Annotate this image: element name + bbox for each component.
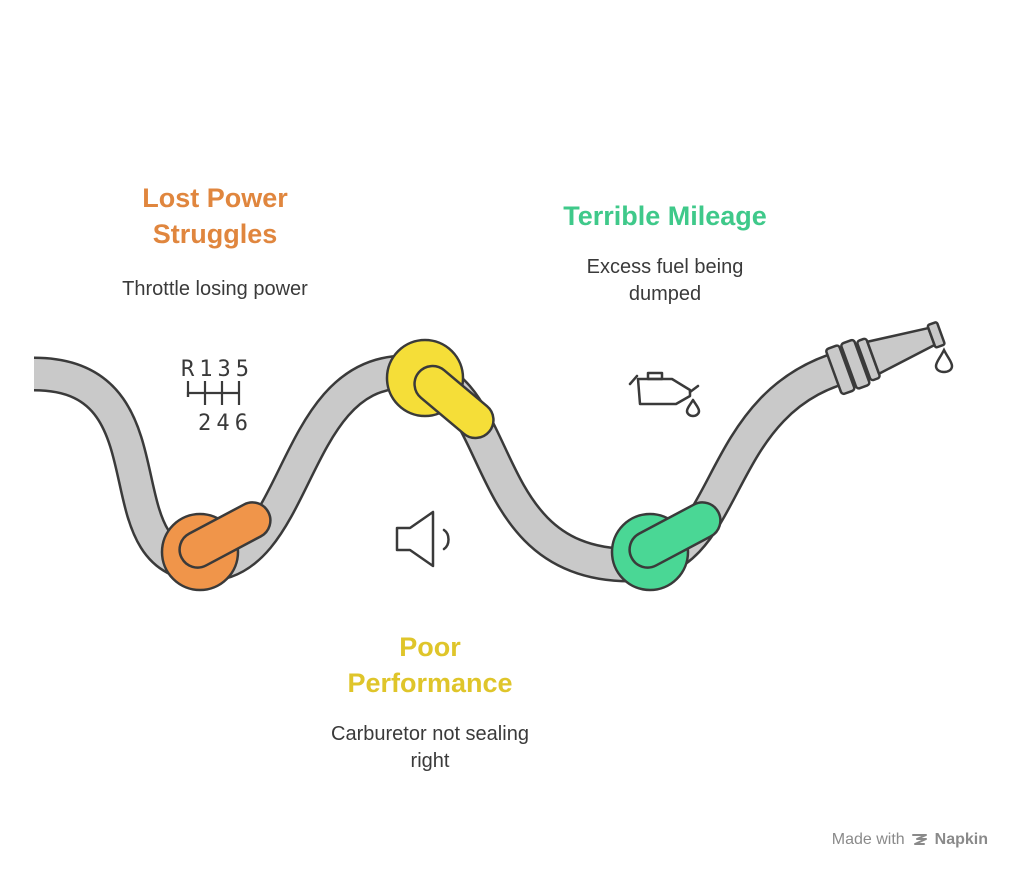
poor-performance-title: Poor Performance (300, 629, 560, 701)
knot-yellow (385, 338, 495, 440)
gear-shifter-icon: R135 246 (181, 357, 249, 436)
speaker-icon (395, 510, 450, 568)
lost-power-title-line2: Struggles (152, 219, 278, 249)
lost-power-section: Lost Power Struggles Throttle losing pow… (80, 180, 350, 303)
lost-power-title: Lost Power Struggles (80, 180, 350, 252)
footer-brand: Napkin (934, 831, 988, 848)
poor-performance-description: Carburetor not sealing right (300, 721, 560, 775)
terrible-mileage-description: Excess fuel being dumped (530, 254, 800, 308)
made-with-napkin-footer[interactable]: Made with Napkin (832, 831, 988, 849)
poor-performance-description-line1: Carburetor not sealing (331, 723, 529, 745)
poor-performance-title-line2: Performance (347, 668, 513, 698)
nozzle-ring-1 (825, 344, 856, 396)
knot-orange (160, 501, 272, 592)
poor-performance-section: Poor Performance Carburetor not sealing … (300, 629, 560, 775)
terrible-mileage-section: Terrible Mileage Excess fuel being dumpe… (530, 198, 800, 308)
poor-performance-title-line1: Poor (399, 632, 461, 662)
knot-orange-band (178, 501, 272, 569)
nozzle-ring-2 (840, 338, 871, 390)
knot-green (610, 501, 722, 592)
water-drop-icon (934, 347, 954, 374)
nozzle (825, 321, 946, 396)
terrible-mileage-description-line1: Excess fuel being (586, 256, 744, 278)
napkin-logo-icon (911, 834, 927, 845)
nozzle-tip (926, 321, 946, 349)
footer-prefix: Made with (831, 831, 905, 848)
knot-yellow-band (413, 364, 495, 440)
lost-power-title-line1: Lost Power (142, 183, 288, 213)
gear-top-label: R135 (181, 357, 249, 382)
lost-power-description: Throttle losing power (122, 278, 308, 300)
poor-performance-description-line2: right (410, 750, 450, 772)
terrible-mileage-title: Terrible Mileage (563, 201, 767, 231)
oil-can-icon (628, 371, 701, 418)
knot-green-band (628, 501, 722, 569)
nozzle-cone (866, 326, 936, 375)
terrible-mileage-description-line2: dumped (628, 283, 702, 305)
gear-bottom-label: 246 (198, 411, 248, 436)
